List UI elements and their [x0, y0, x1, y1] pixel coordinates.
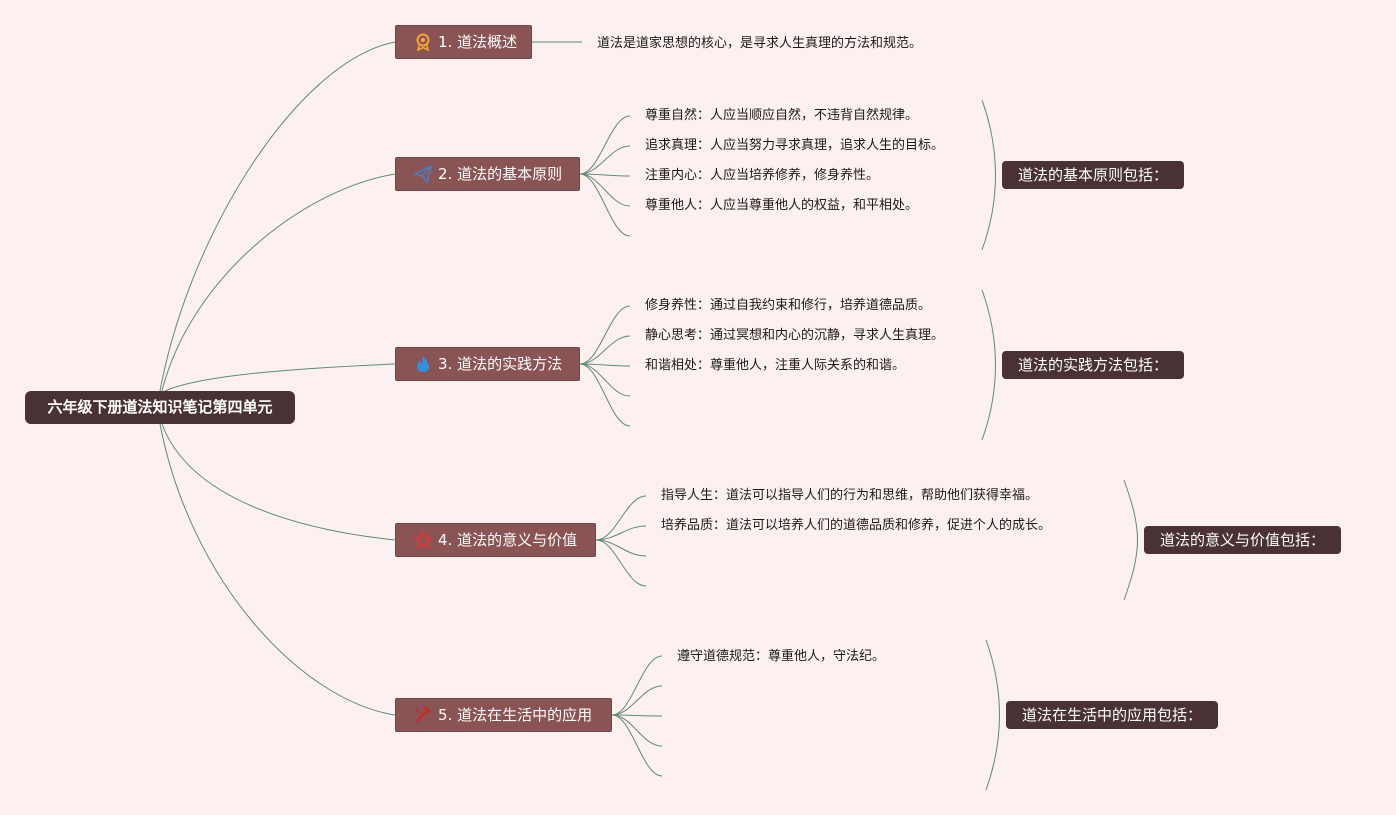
summary-basic-principles[interactable]: 道法的基本原则包括： [1002, 161, 1185, 189]
leaf-practice-3[interactable]: 和谐相处：尊重他人，注重人际关系的和谐。 [645, 358, 906, 373]
branch-daily-application[interactable]: 5. 道法在生活中的应用 [395, 698, 612, 732]
medal-icon [416, 33, 430, 51]
leaf-principle-1[interactable]: 尊重自然：人应当顺应自然，不违背自然规律。 [645, 108, 919, 123]
branch-practice-methods[interactable]: 3. 道法的实践方法 [395, 347, 580, 381]
leaf-practice-1[interactable]: 修身养性：通过自我约束和修行，培养道德品质。 [645, 298, 932, 313]
hammer-icon [415, 706, 432, 723]
branch-label: 3. 道法的实践方法 [438, 355, 563, 373]
root-topic[interactable]: 六年级下册道法知识笔记第四单元 [25, 391, 295, 424]
summary-daily-application[interactable]: 道法在生活中的应用包括： [1006, 701, 1219, 729]
leaf-overview-1[interactable]: 道法是道家思想的核心，是寻求人生真理的方法和规范。 [597, 36, 923, 51]
branch-meaning-value[interactable]: 4. 道法的意义与价值 [395, 523, 596, 557]
branch-overview[interactable]: 1. 道法概述 [395, 25, 532, 59]
summary-meaning-value[interactable]: 道法的意义与价值包括： [1144, 526, 1342, 554]
branch-label: 4. 道法的意义与价值 [438, 531, 578, 549]
flame-icon [417, 356, 429, 372]
leaf-application-1[interactable]: 遵守道德规范：尊重他人，守法纪。 [677, 649, 886, 664]
leaf-principle-3[interactable]: 注重内心：人应当培养修养，修身养性。 [645, 168, 880, 183]
summary-label: 道法在生活中的应用包括： [1022, 706, 1203, 724]
branch-label: 2. 道法的基本原则 [438, 165, 563, 183]
summary-practice-methods[interactable]: 道法的实践方法包括： [1002, 351, 1185, 379]
branch-basic-principles[interactable]: 2. 道法的基本原则 [395, 157, 580, 191]
root-topic-label: 六年级下册道法知识笔记第四单元 [47, 398, 273, 416]
leaf-meaning-2[interactable]: 培养品质：道法可以培养人们的道德品质和修养，促进个人的成长。 [661, 518, 1052, 533]
leaf-meaning-1[interactable]: 指导人生：道法可以指导人们的行为和思维，帮助他们获得幸福。 [661, 488, 1039, 503]
leaf-principle-4[interactable]: 尊重他人：人应当尊重他人的权益，和平相处。 [645, 198, 919, 213]
star-icon [414, 531, 432, 549]
branch-label: 5. 道法在生活中的应用 [438, 706, 593, 724]
summary-label: 道法的意义与价值包括： [1160, 531, 1326, 549]
summary-label: 道法的基本原则包括： [1018, 166, 1169, 184]
paper-plane-icon [414, 165, 432, 183]
leaf-principle-2[interactable]: 追求真理：人应当努力寻求真理，追求人生的目标。 [645, 138, 945, 153]
summary-label: 道法的实践方法包括： [1018, 356, 1169, 374]
leaf-practice-2[interactable]: 静心思考：通过冥想和内心的沉静，寻求人生真理。 [645, 328, 945, 343]
branch-label: 1. 道法概述 [438, 33, 518, 51]
